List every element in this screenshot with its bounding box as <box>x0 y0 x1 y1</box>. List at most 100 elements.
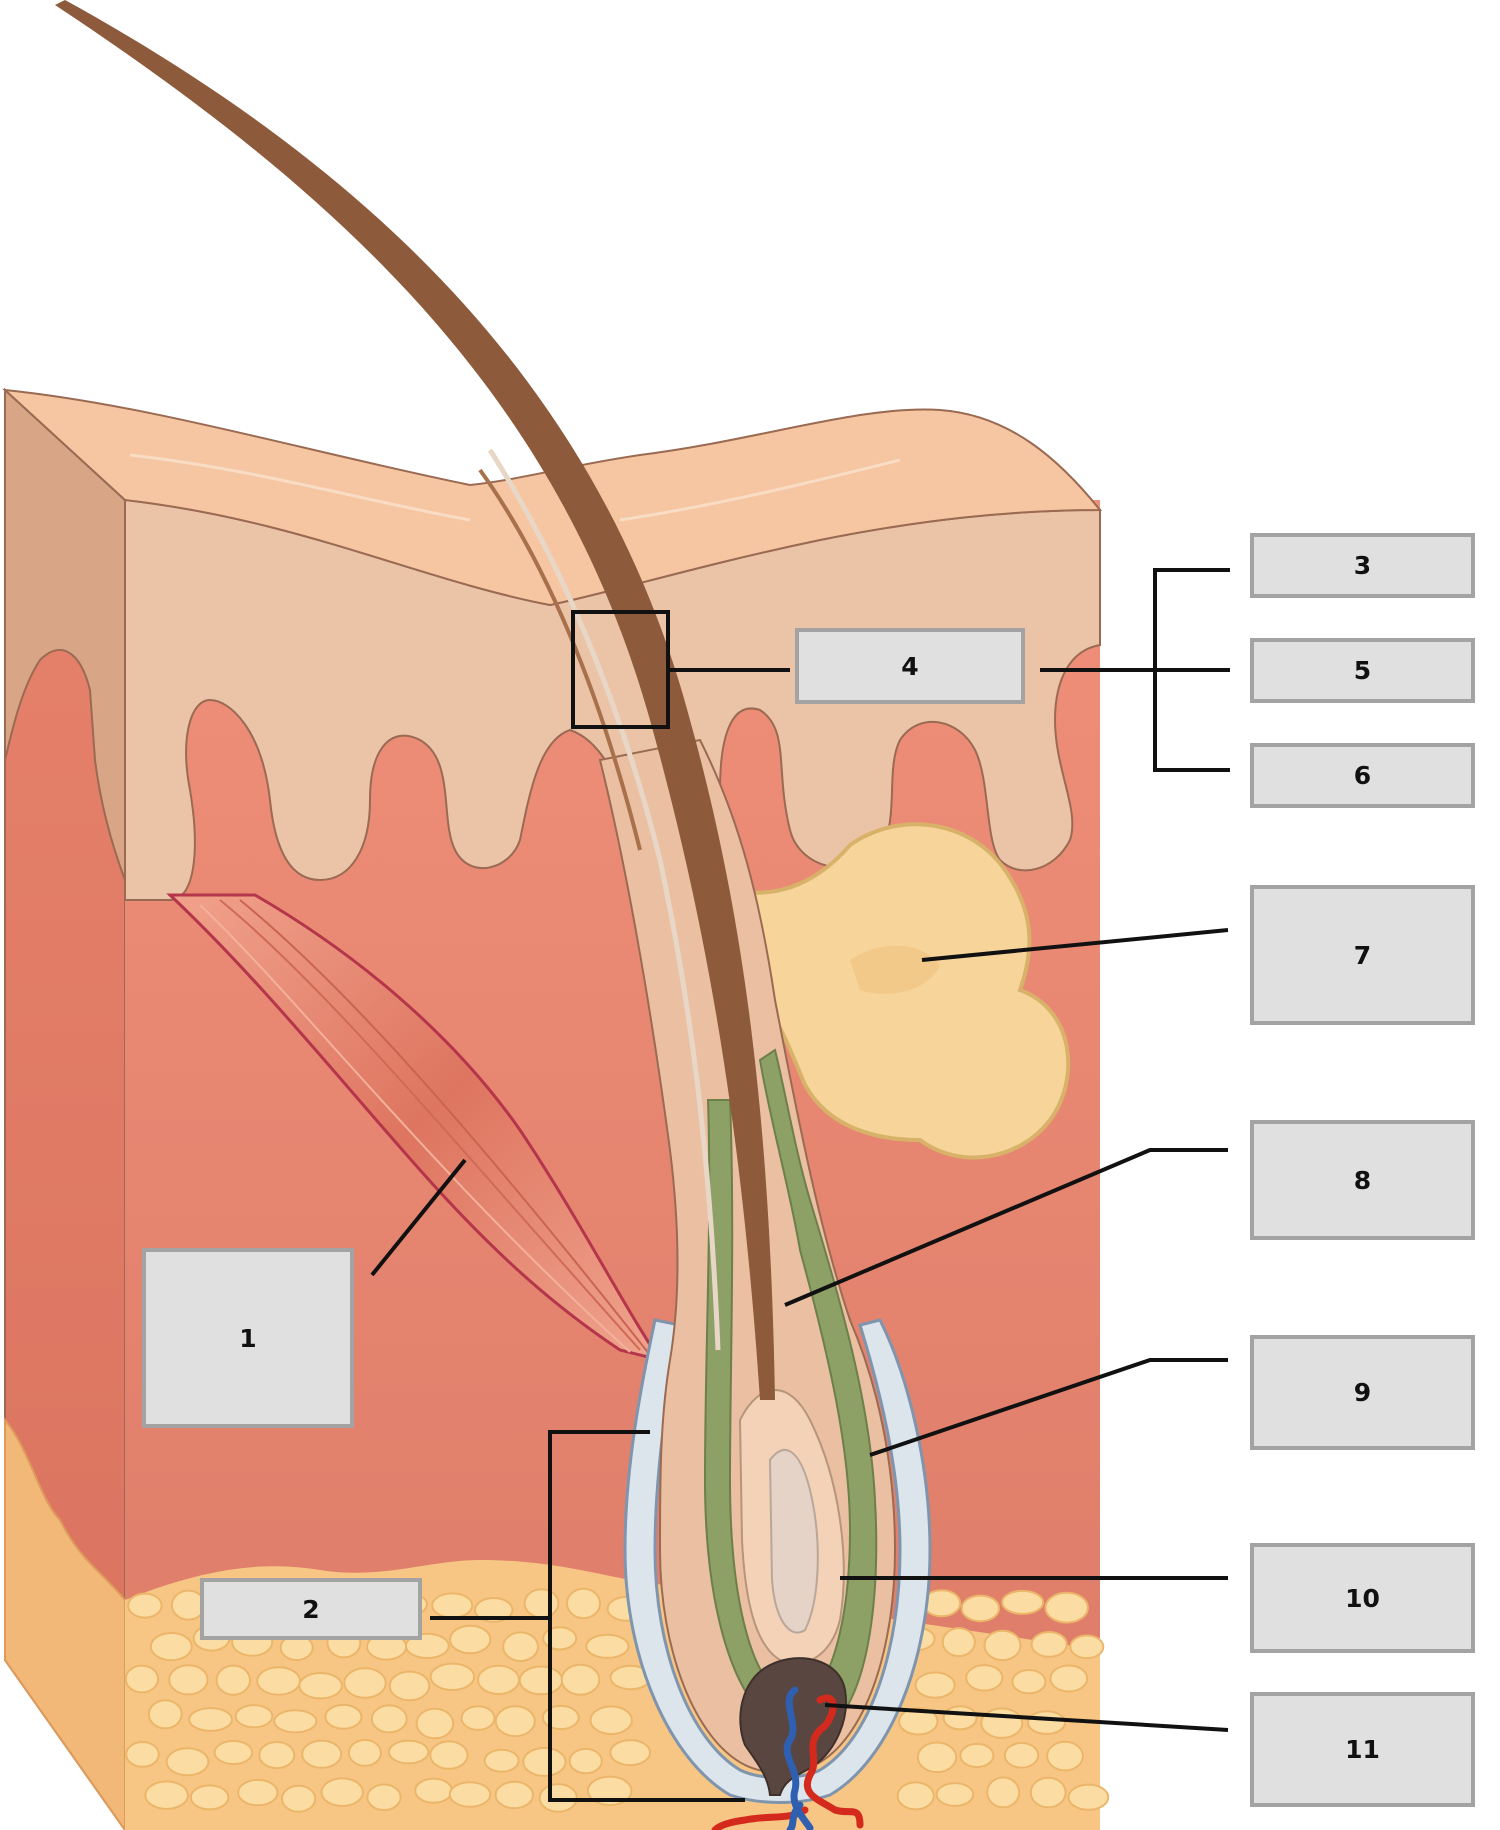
hair-shaft <box>55 0 775 1400</box>
fat-cell <box>609 1739 652 1767</box>
skin-surface <box>2 388 1103 607</box>
fat-cell <box>189 1784 230 1811</box>
label-6-text: 6 <box>1353 761 1372 790</box>
fat-cell <box>125 1741 160 1768</box>
fat-cell <box>448 1781 492 1808</box>
fat-cell <box>898 1707 939 1736</box>
fat-cell <box>388 1670 431 1702</box>
fat-cell <box>1011 1669 1047 1695</box>
fat-cell <box>144 1780 189 1810</box>
fat-cell <box>916 1741 958 1774</box>
leader-lines <box>370 568 1230 1802</box>
fat-cell <box>1026 1710 1067 1735</box>
leader-line-11 <box>824 1703 1229 1732</box>
label-11-text: 11 <box>1345 1735 1380 1764</box>
fat-cell <box>1029 1776 1067 1809</box>
fat-cell <box>366 1783 402 1812</box>
label-3-text: 3 <box>1353 551 1372 580</box>
fat-cell <box>1049 1664 1089 1693</box>
fat-cell <box>1001 1589 1045 1615</box>
label-box-2[interactable]: 2 <box>200 1578 422 1640</box>
label-box-3[interactable]: 3 <box>1250 533 1475 598</box>
outer-root-sheath <box>623 1318 932 1804</box>
fat-cell <box>188 1707 234 1732</box>
label-box-7[interactable]: 7 <box>1250 885 1475 1025</box>
fat-cell <box>1046 1740 1084 1772</box>
fat-cell <box>1067 1783 1110 1811</box>
fat-cell <box>566 1587 601 1620</box>
fat-cell <box>965 1664 1004 1692</box>
fat-cell <box>896 1781 935 1811</box>
label-9-text: 9 <box>1353 1378 1372 1407</box>
fat-cell <box>522 1746 567 1777</box>
sebaceous-gland <box>732 822 1071 1160</box>
label-1-text: 1 <box>239 1323 257 1353</box>
fat-cell <box>941 1627 976 1658</box>
blood-vessels <box>711 1686 864 1830</box>
fat-cell <box>494 1780 534 1810</box>
fat-cell <box>414 1777 454 1804</box>
fat-cell <box>387 1739 430 1765</box>
fat-cell <box>502 1631 539 1662</box>
fat-cell <box>301 1739 343 1769</box>
bracket-2 <box>548 1430 745 1802</box>
fat-cell <box>429 1662 476 1692</box>
label-4-text: 4 <box>901 651 919 681</box>
fat-cell <box>477 1664 520 1696</box>
label-box-6[interactable]: 6 <box>1250 743 1475 808</box>
fat-cell <box>165 1747 210 1777</box>
fat-cell <box>586 1775 633 1807</box>
fat-cell <box>215 1664 252 1696</box>
fat-cell <box>1003 1742 1040 1769</box>
fat-cell <box>149 1632 193 1662</box>
fat-cell <box>127 1592 163 1619</box>
fat-cell <box>942 1705 978 1731</box>
fat-cell <box>237 1778 279 1807</box>
fat-cell <box>483 1748 520 1773</box>
fat-cell <box>494 1705 536 1738</box>
label-box-9[interactable]: 9 <box>1250 1335 1475 1450</box>
fat-cell <box>914 1671 956 1699</box>
arrector-pili-muscle <box>166 893 664 1363</box>
label-box-10[interactable]: 10 <box>1250 1543 1475 1653</box>
fat-cell <box>429 1740 469 1770</box>
fat-cell <box>1030 1631 1068 1658</box>
label-box-8[interactable]: 8 <box>1250 1120 1475 1240</box>
fat-cell <box>256 1666 302 1696</box>
fat-cell <box>347 1739 382 1767</box>
fat-cell <box>343 1667 387 1699</box>
fat-cell <box>273 1709 318 1734</box>
label-8-text: 8 <box>1353 1165 1372 1195</box>
leader-line-9 <box>869 1358 1228 1457</box>
fat-cell <box>474 1597 514 1623</box>
fat-cell <box>980 1707 1024 1739</box>
fat-cell <box>523 1588 560 1619</box>
label-10-text: 10 <box>1345 1583 1380 1613</box>
fat-cell <box>320 1777 364 1807</box>
fat-cell <box>124 1664 160 1694</box>
fat-cell <box>281 1784 317 1813</box>
fat-cell <box>449 1624 492 1655</box>
leader-line-7 <box>921 928 1229 962</box>
bracket-3-6 <box>1153 568 1230 772</box>
fat-cell <box>986 1776 1021 1809</box>
fat-cell <box>518 1665 564 1696</box>
label-box-1[interactable]: 1 <box>142 1248 354 1428</box>
fat-cell <box>568 1747 603 1775</box>
leader-line-8 <box>784 1148 1228 1307</box>
fat-cell <box>959 1742 995 1769</box>
label-box-5[interactable]: 5 <box>1250 638 1475 703</box>
fat-cell <box>324 1703 363 1730</box>
fat-cell <box>258 1741 296 1770</box>
fat-cell <box>234 1704 274 1729</box>
fat-cell <box>431 1592 474 1619</box>
fat-cell <box>589 1705 633 1735</box>
fat-cell <box>415 1707 455 1740</box>
skin-side-face <box>4 387 126 1830</box>
label-5-text: 5 <box>1353 656 1372 685</box>
fat-cell <box>168 1664 209 1696</box>
label-box-11[interactable]: 11 <box>1250 1692 1475 1807</box>
label-box-4[interactable]: 4 <box>795 628 1025 704</box>
fat-cell <box>298 1672 343 1700</box>
